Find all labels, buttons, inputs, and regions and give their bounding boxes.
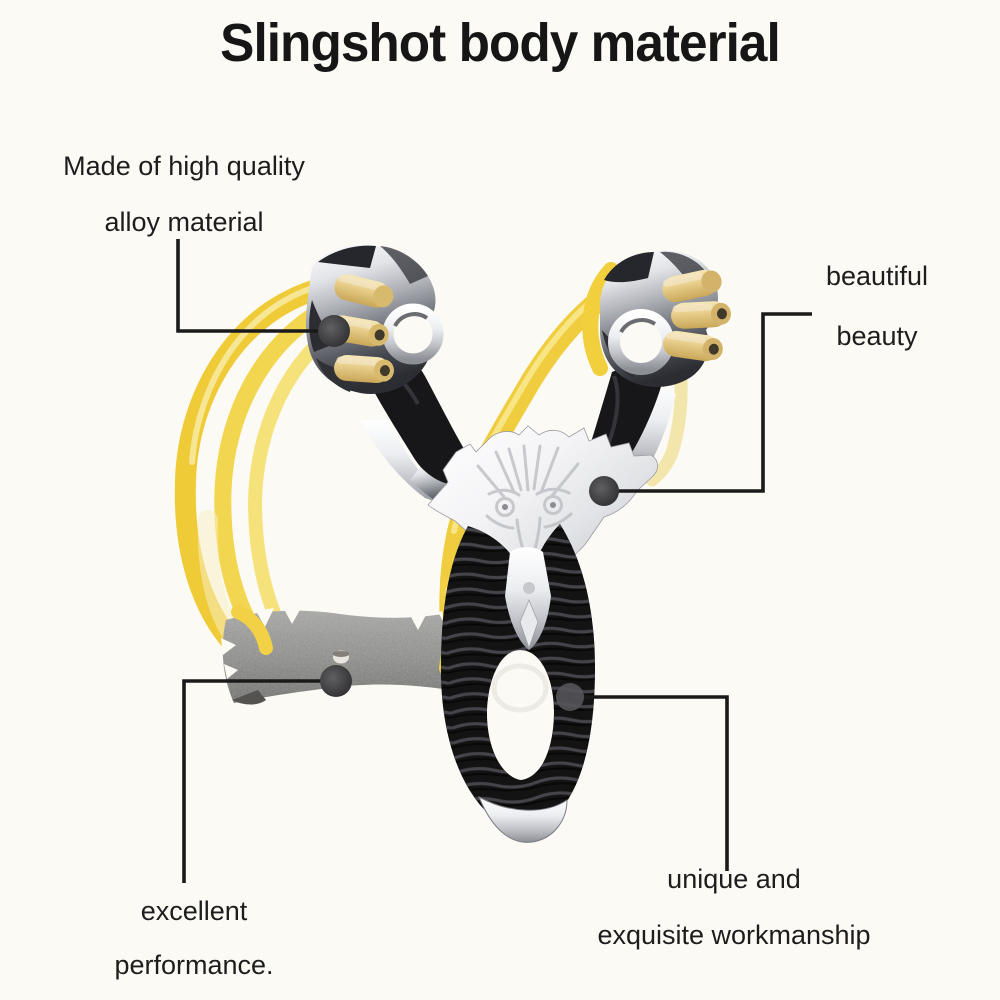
callouts	[176, 239, 812, 883]
callout-line-performance	[182, 679, 329, 883]
label-alloy-line2: alloy material	[104, 207, 264, 237]
label-performance-line2: performance.	[114, 950, 274, 980]
label-beautiful-beauty: beautiful beauty	[782, 258, 972, 354]
center-plate	[427, 425, 659, 613]
fork-right	[582, 250, 731, 478]
label-excellent-performance: excellent performance.	[58, 893, 330, 983]
callout-dot-workmanship	[556, 683, 584, 711]
label-performance-line1: excellent	[140, 896, 248, 926]
callout-line-workmanship	[577, 695, 729, 871]
callout-dot-alloy	[318, 315, 350, 347]
label-alloy-line1: Made of high quality	[63, 151, 305, 181]
label-exquisite-workmanship: unique and exquisite workmanship	[568, 861, 900, 953]
callout-line-alloy	[176, 239, 327, 333]
callout-dot-beauty	[589, 476, 619, 506]
label-workmanship-line2: exquisite workmanship	[597, 920, 871, 950]
page-title: Slingshot body material	[220, 13, 781, 73]
callout-dot-performance	[320, 665, 352, 697]
wolf-engraving	[476, 444, 580, 580]
handle-chrome-strip	[505, 547, 551, 650]
label-beauty-line2: beauty	[836, 321, 918, 351]
handle	[440, 524, 595, 843]
band-wrap-left	[231, 605, 273, 655]
label-workmanship-line1: unique and	[667, 864, 801, 894]
tube-tips-right	[662, 269, 731, 362]
label-beauty-line1: beautiful	[825, 261, 929, 291]
rope-texture	[440, 524, 595, 834]
label-alloy-material: Made of high quality alloy material	[38, 148, 330, 240]
handle-end-cap	[478, 795, 568, 843]
callout-line-beauty	[612, 312, 812, 493]
fork-left	[305, 244, 478, 514]
